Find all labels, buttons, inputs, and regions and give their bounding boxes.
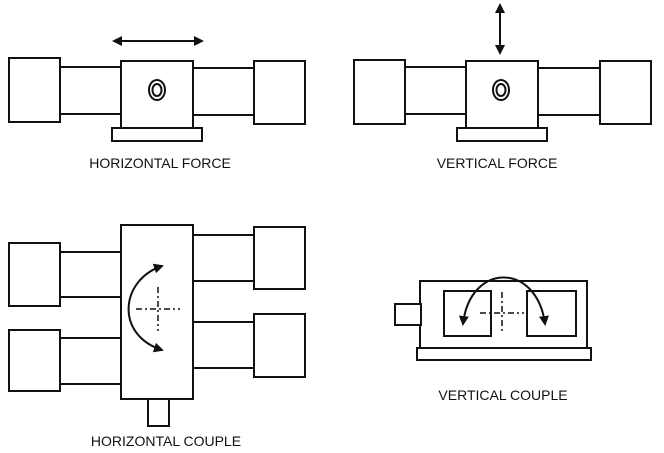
- center-body: [465, 60, 539, 129]
- horizontal-couple-figure: HORIZONTAL COUPLE: [8, 224, 306, 449]
- rotation-arrow-icon: [127, 263, 164, 353]
- vertical-force-figure: VERTICAL FORCE: [353, 3, 652, 171]
- left-equipment-box: [8, 57, 61, 123]
- horizontal-couple-label: HORIZONTAL COUPLE: [91, 433, 241, 449]
- vertical-force-label: VERTICAL FORCE: [437, 155, 558, 171]
- base-plate: [416, 347, 592, 361]
- horizontal-force-label: HORIZONTAL FORCE: [89, 155, 231, 171]
- left-equipment-box: [8, 242, 61, 307]
- center-body: [120, 224, 194, 400]
- left-equipment-box: [8, 329, 61, 392]
- left-equipment-box: [353, 59, 406, 125]
- right-equipment-box: [599, 60, 652, 125]
- rotation-arrow-icon: [458, 276, 549, 326]
- center-body: [120, 60, 194, 129]
- vertical-couple-label: VERTICAL COUPLE: [438, 387, 567, 403]
- base-plate: [456, 127, 548, 142]
- nozzle-stub: [147, 398, 170, 427]
- right-equipment-box: [253, 60, 306, 125]
- inner-box: [526, 290, 577, 337]
- horizontal-force-figure: HORIZONTAL FORCE: [8, 36, 306, 171]
- nozzle-stub: [394, 303, 422, 326]
- base-plate: [111, 127, 203, 142]
- right-equipment-box: [253, 313, 306, 378]
- right-equipment-box: [253, 226, 306, 290]
- vertical-couple-figure: VERTICAL COUPLE: [394, 276, 592, 403]
